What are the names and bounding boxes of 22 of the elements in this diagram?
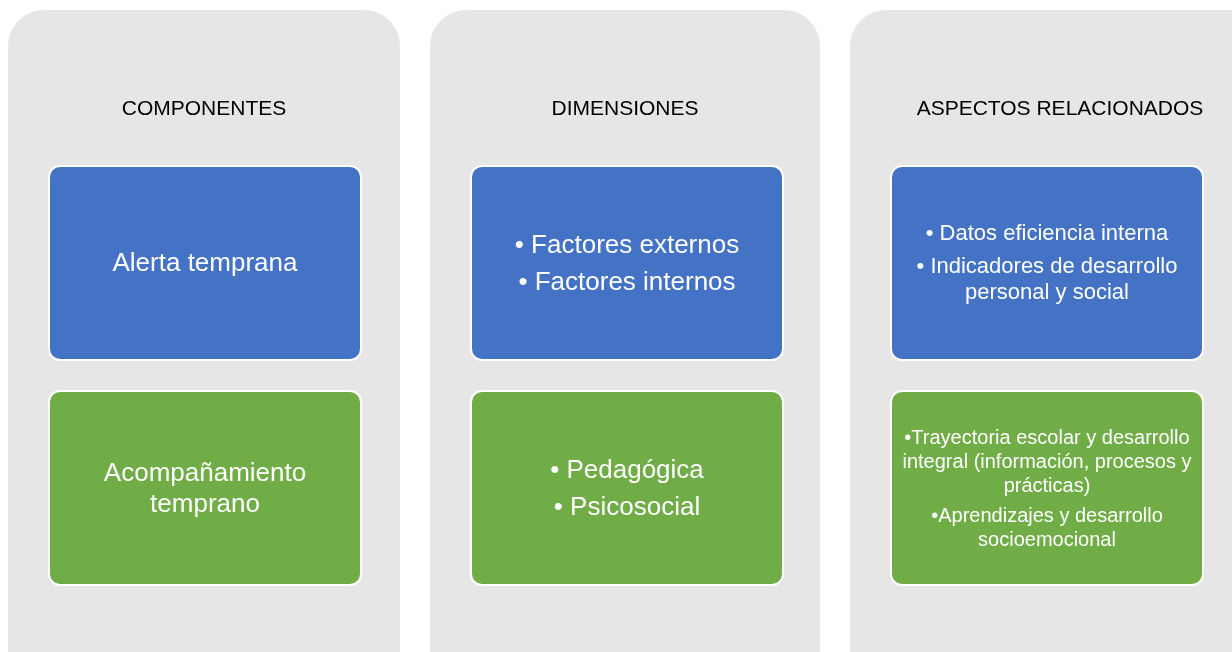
- panel-background: [8, 10, 400, 652]
- panel-background: [430, 10, 820, 652]
- box-text: • Indicadores de desarrollo personal y social: [915, 252, 1179, 306]
- box-text: Acompañamiento temprano: [102, 456, 308, 520]
- content-box: [890, 390, 1204, 586]
- box-text: •Aprendizajes y desarrollo socioemocional: [930, 503, 1164, 551]
- box-text: •Trayectoria escolar y desarrollo integral (información, procesos y prácticas): [901, 425, 1193, 497]
- box-text: • Datos eficiencia interna: [925, 220, 1169, 247]
- content-box: [48, 390, 362, 586]
- box-text: • Factores externos: [514, 228, 740, 260]
- panel-heading: COMPONENTES: [120, 96, 288, 120]
- content-box: [470, 390, 784, 586]
- box-text: • Factores internos: [518, 266, 736, 298]
- box-text: • Pedagógica: [550, 453, 704, 485]
- content-box: [890, 165, 1204, 361]
- panel-heading: DIMENSIONES: [550, 96, 700, 120]
- panel-heading: ASPECTOS RELACIONADOS: [915, 96, 1205, 120]
- content-box: [470, 165, 784, 361]
- content-box: [48, 165, 362, 361]
- box-text: Alerta temprana: [112, 247, 298, 279]
- panel-background: [850, 10, 1232, 652]
- box-text: • Psicosocial: [553, 491, 701, 523]
